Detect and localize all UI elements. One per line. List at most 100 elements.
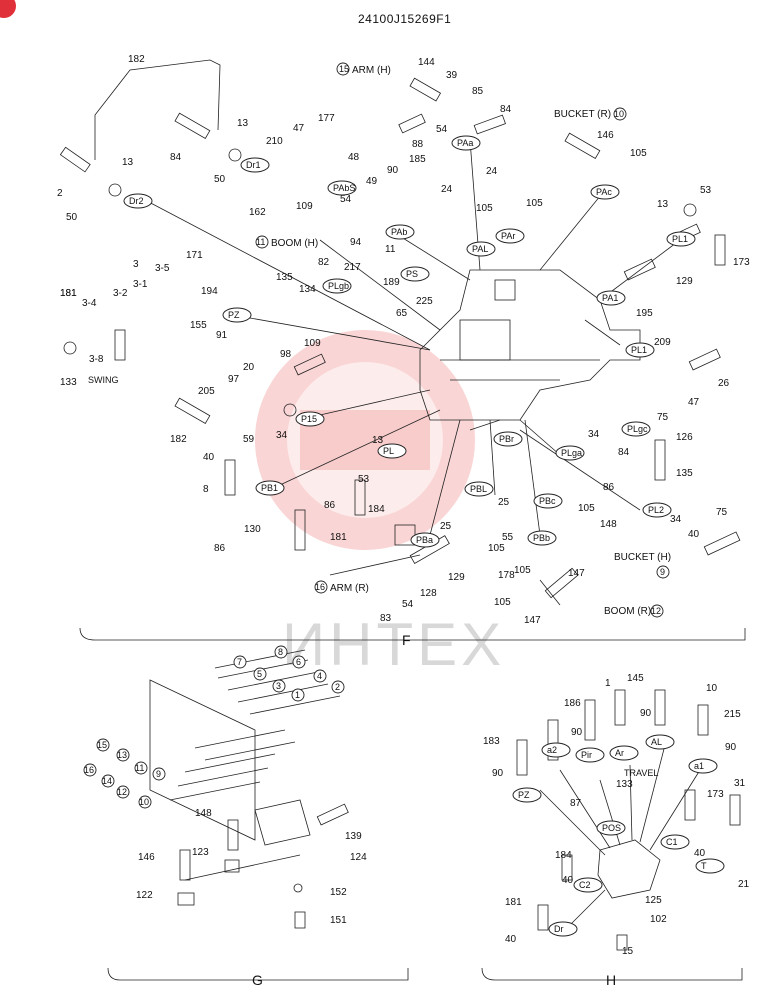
bucket-h-label: BUCKET (H) xyxy=(614,552,671,563)
circled-number-oval xyxy=(291,688,305,702)
part-number-181: 181 xyxy=(60,288,77,299)
bucket-r-num: 10 xyxy=(614,109,624,119)
port-dr2-oval xyxy=(123,193,153,209)
port-pbr-oval xyxy=(493,431,523,447)
circled-number-oval xyxy=(83,763,97,777)
part-number-210: 210 xyxy=(266,136,283,147)
h-port-al-oval xyxy=(645,734,675,750)
part-number-25: 25 xyxy=(440,521,452,532)
port-pl1-oval xyxy=(666,231,696,247)
rod-number-1: 1 xyxy=(295,690,300,700)
h-port-c2-oval xyxy=(573,877,603,893)
part-number-124: 124 xyxy=(350,852,367,863)
h-part-number-90: 90 xyxy=(571,727,583,738)
part-number-178: 178 xyxy=(498,570,515,581)
rod-number-12: 12 xyxy=(117,787,127,797)
h-port-a2-oval xyxy=(541,742,571,758)
port-plgb-oval xyxy=(322,278,352,294)
part-number-75: 75 xyxy=(716,507,728,518)
h-port-a2: a2 xyxy=(547,745,557,755)
bucket-r-label: BUCKET (R) xyxy=(554,109,611,120)
rod-number-10: 10 xyxy=(139,797,149,807)
port-pal-oval xyxy=(466,241,496,257)
h-port-ar-oval xyxy=(609,745,639,761)
port-pabs-oval xyxy=(327,180,357,196)
h-port-pos: POS xyxy=(602,823,621,833)
part-number-147: 147 xyxy=(524,615,541,626)
h-part-number-1: 1 xyxy=(605,678,611,689)
part-number-98: 98 xyxy=(280,349,292,360)
port-pba: PBa xyxy=(416,535,433,545)
section-h-assembly xyxy=(516,689,741,951)
h-part-number-10: 10 xyxy=(706,683,718,694)
h-port-c2: C2 xyxy=(579,880,591,890)
rod-number-7: 7 xyxy=(237,657,242,667)
h-port-pir-oval xyxy=(575,747,605,763)
h-port-a1-oval xyxy=(688,758,718,774)
boom-h-num: 11 xyxy=(256,237,265,247)
part-number-20: 20 xyxy=(243,362,255,373)
h-port-dr: Dr xyxy=(554,924,564,934)
part-number-133: 133 xyxy=(60,377,77,388)
h-part-number-183: 183 xyxy=(483,736,500,747)
h-port-t: T xyxy=(701,861,707,871)
part-number-8: 8 xyxy=(203,484,209,495)
port-dr2: Dr2 xyxy=(129,196,144,206)
port-ps: PS xyxy=(406,269,418,279)
h-port-t-oval xyxy=(695,858,725,874)
h-port-pos-oval xyxy=(596,820,626,836)
circled-number-oval xyxy=(272,679,286,693)
port-dr1: Dr1 xyxy=(246,160,261,170)
part-number-129: 129 xyxy=(676,276,693,287)
port-pal: PAL xyxy=(472,244,488,254)
bucket-h-num: 9 xyxy=(660,567,665,577)
part-number-3-4: 3-4 xyxy=(82,298,97,309)
tie-rod xyxy=(227,671,319,691)
part-number-162: 162 xyxy=(249,207,266,218)
part-number-13: 13 xyxy=(237,118,249,129)
part-number-184: 184 xyxy=(368,504,385,515)
port-plgb: PLgb xyxy=(328,281,349,291)
h-port-ar: Ar xyxy=(615,748,624,758)
part-number-225: 225 xyxy=(416,296,433,307)
rod-number-6: 6 xyxy=(296,657,301,667)
part-number-3-1: 3-1 xyxy=(133,279,148,290)
part-number-84: 84 xyxy=(618,447,630,458)
port-pl-oval xyxy=(377,443,407,459)
part-number-54: 54 xyxy=(340,194,352,205)
tie-rod xyxy=(194,729,286,749)
h-part-number-186: 186 xyxy=(564,698,581,709)
part-number-217: 217 xyxy=(344,262,361,273)
part-number-24: 24 xyxy=(441,184,453,195)
h-part-number-40: 40 xyxy=(694,848,706,859)
part-number-146: 146 xyxy=(597,130,614,141)
corner-marker-icon xyxy=(0,0,16,18)
part-number-109: 109 xyxy=(296,201,313,212)
circled-number-oval xyxy=(96,738,110,752)
boom-r-num: 12 xyxy=(651,606,661,616)
h-part-number-181: 181 xyxy=(505,897,522,908)
part-number-47: 47 xyxy=(688,397,700,408)
part-number-75: 75 xyxy=(657,412,669,423)
part-number-181: 181 xyxy=(330,532,347,543)
port-plgc: PLgc xyxy=(627,424,648,434)
part-number-185: 185 xyxy=(409,154,426,165)
rod-number-2: 2 xyxy=(335,682,340,692)
part-number-105: 105 xyxy=(514,565,531,576)
port-plga-oval xyxy=(555,445,585,461)
part-number-13: 13 xyxy=(372,435,384,446)
part-number-109: 109 xyxy=(304,338,321,349)
h-part-number-173: 173 xyxy=(707,789,724,800)
doc-code: 24100J15269F1 xyxy=(358,12,452,26)
h-port-dr-oval xyxy=(548,921,578,937)
part-number-209: 209 xyxy=(654,337,671,348)
port-pac-oval xyxy=(590,184,620,200)
part-number-53: 53 xyxy=(700,185,712,196)
port-pl1: PL1 xyxy=(631,345,647,355)
part-number-146: 146 xyxy=(138,852,155,863)
rod-number-15: 15 xyxy=(97,740,107,750)
part-number-26: 26 xyxy=(718,378,730,389)
